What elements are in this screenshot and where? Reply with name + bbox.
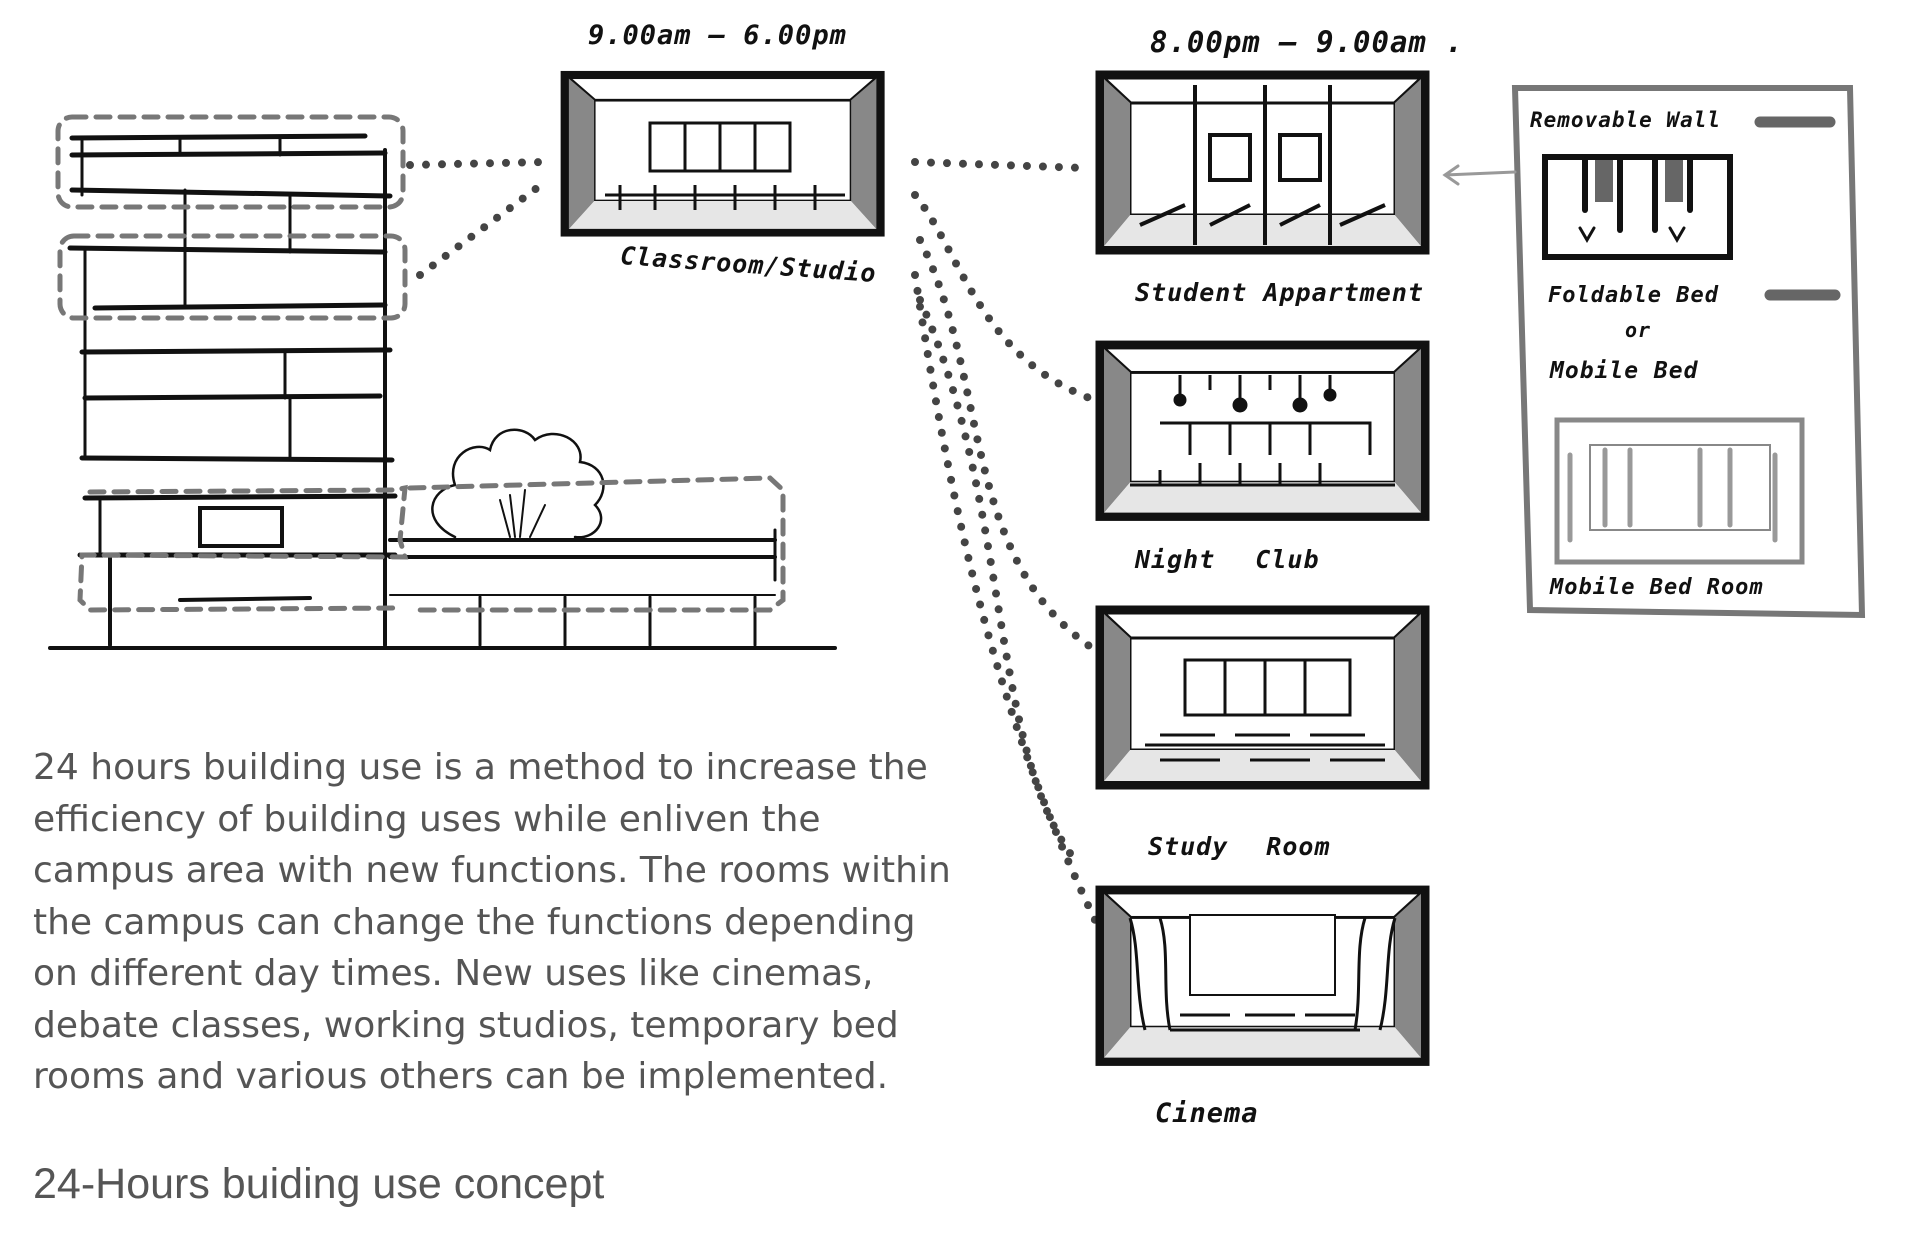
legend-label-mobile-bed: Mobile Bed [1550, 358, 1699, 384]
student-apartment-sketch [1100, 75, 1425, 250]
study-room-sketch [1100, 610, 1425, 785]
night-time-label: 8.00pm — 9.00am . [1150, 25, 1464, 59]
room-label-cinema: Cinema [1155, 1098, 1259, 1129]
legend-label-mobile-bed-room: Mobile Bed Room [1550, 575, 1764, 600]
night-club-sketch [1100, 345, 1425, 517]
highlight-frames [55, 114, 786, 613]
legend-label-or: or [1625, 318, 1652, 342]
dotted-connectors [406, 158, 1099, 924]
concept-description: 24 hours building use is a method to inc… [33, 747, 951, 1097]
figure-caption: 24-Hours buiding use concept [33, 1160, 605, 1208]
day-time-label: 9.00am — 6.00pm [588, 20, 847, 51]
room-label-study-room: Study Room [1148, 832, 1331, 861]
cinema-sketch [1100, 890, 1425, 1062]
legend-panel [1442, 85, 1866, 619]
room-label-student-apartment: Student Appartment [1135, 278, 1424, 307]
room-label-night-club: Night Club [1135, 545, 1320, 574]
legend-label-removable-wall: Removable Wall [1530, 108, 1722, 132]
classroom-sketch [565, 75, 880, 233]
legend-label-foldable-bed: Foldable Bed [1548, 283, 1719, 308]
